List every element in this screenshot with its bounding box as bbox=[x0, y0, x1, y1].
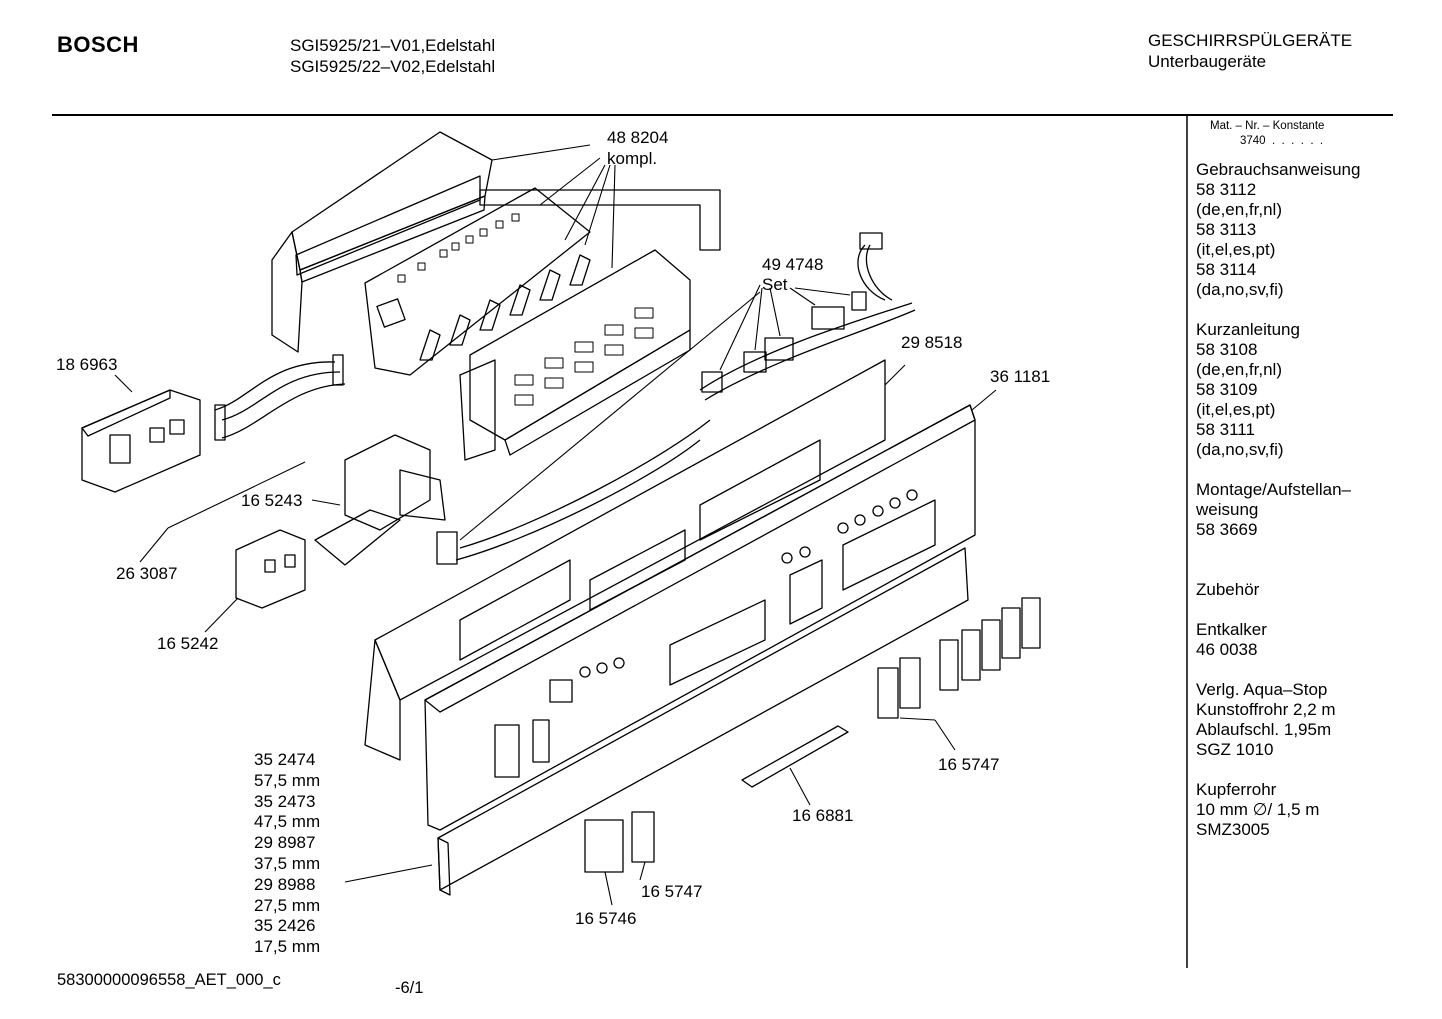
display-module bbox=[81, 389, 201, 493]
label-263087: 26 3087 bbox=[116, 564, 178, 583]
control-panel-front bbox=[424, 404, 976, 831]
sidebar-line: (it,el,es,pt) bbox=[1196, 400, 1276, 419]
trim-size-line: 29 8987 bbox=[254, 833, 316, 853]
key-button-165746 bbox=[584, 819, 624, 873]
key-carrier-frame bbox=[419, 249, 691, 461]
label-166881: 16 6881 bbox=[792, 806, 854, 825]
label-186963: 18 6963 bbox=[56, 355, 118, 374]
sidebar-line: 10 mm ∅/ 1,5 m bbox=[1196, 800, 1320, 819]
mat-nr-label: Mat. – Nr. – Konstante bbox=[1210, 120, 1325, 132]
label-298518: 29 8518 bbox=[901, 333, 963, 352]
ribbon-cable bbox=[214, 361, 346, 439]
trim-strip bbox=[741, 725, 849, 788]
label-488204-sub: kompl. bbox=[607, 149, 658, 168]
sidebar-line: Montage/Aufstellan– bbox=[1196, 480, 1351, 499]
sidebar-spacer bbox=[1196, 540, 1426, 560]
label-165243: 16 5243 bbox=[241, 491, 303, 510]
mat-nr-value: 3740 . . . . . . bbox=[1240, 135, 1324, 147]
sidebar-line: SGZ 1010 bbox=[1196, 740, 1274, 759]
sidebar-spacer bbox=[1196, 560, 1426, 580]
sidebar-line: Gebrauchsanweisung bbox=[1196, 160, 1361, 179]
key-buttons-right bbox=[877, 597, 1041, 719]
label-494748-sub: Set bbox=[762, 275, 788, 294]
top-cover-frame bbox=[271, 131, 721, 353]
trim-size-line: 37,5 mm bbox=[254, 853, 321, 873]
sidebar-line: Kupferrohr bbox=[1196, 780, 1277, 799]
document-id: 58300000096558_AET_000_c bbox=[57, 971, 281, 989]
trim-size-line: 27,5 mm bbox=[254, 895, 321, 915]
label-361181: 36 1181 bbox=[990, 367, 1051, 386]
holder-bracket bbox=[314, 434, 446, 566]
sidebar-line: 58 3114 bbox=[1196, 260, 1257, 279]
wire-harness bbox=[436, 232, 916, 565]
sidebar-line: (da,no,sv,fi) bbox=[1196, 440, 1284, 459]
sidebar-line: Kurzanleitung bbox=[1196, 320, 1300, 339]
label-494748: 49 4748 bbox=[762, 255, 824, 274]
sidebar-line: 46 0038 bbox=[1196, 640, 1258, 659]
brand-logo: BOSCH bbox=[57, 32, 139, 57]
sidebar-line: 58 3109 bbox=[1196, 380, 1258, 399]
trim-size-line: 17,5 mm bbox=[254, 937, 321, 957]
circuit-board bbox=[364, 187, 591, 376]
bottom-trim-bar bbox=[437, 547, 969, 896]
label-165747-right: 16 5747 bbox=[938, 755, 1000, 774]
subcategory-title: Unterbaugeräte bbox=[1148, 52, 1267, 71]
sidebar-spacer bbox=[1196, 760, 1426, 780]
key-button-165747 bbox=[631, 811, 655, 863]
label-165747-bottom: 16 5747 bbox=[641, 882, 703, 901]
label-488204: 48 8204 bbox=[607, 128, 669, 147]
ribbon-connector bbox=[214, 404, 226, 441]
sidebar-line: 58 3113 bbox=[1196, 220, 1257, 239]
sidebar-line: 58 3112 bbox=[1196, 180, 1257, 199]
sidebar-line: Ablaufschl. 1,95m bbox=[1196, 720, 1332, 739]
sidebar-line: (it,el,es,pt) bbox=[1196, 240, 1276, 259]
sidebar-line: 58 3669 bbox=[1196, 520, 1258, 539]
sidebar-line: 58 3111 bbox=[1196, 420, 1255, 439]
model-line-2: SGI5925/22–V02,Edelstahl bbox=[290, 57, 496, 76]
page-number: -6/1 bbox=[395, 979, 424, 997]
trim-size-line: 47,5 mm bbox=[254, 812, 321, 832]
sidebar-line: (de,en,fr,nl) bbox=[1196, 360, 1282, 379]
sidebar-line: Verlg. Aqua–Stop bbox=[1196, 680, 1328, 699]
trim-bar-sizes: 35 2474 57,5 mm 35 2473 47,5 mm 29 8987 … bbox=[254, 750, 320, 958]
sidebar-line: SMZ3005 bbox=[1196, 820, 1270, 839]
switch-module bbox=[235, 529, 306, 609]
sidebar-line: weisung bbox=[1196, 500, 1259, 519]
sidebar-line: 58 3108 bbox=[1196, 340, 1258, 359]
sidebar-line: (da,no,sv,fi) bbox=[1196, 280, 1284, 299]
sidebar-line: Entkalker bbox=[1196, 620, 1267, 639]
sidebar-spacer bbox=[1196, 300, 1426, 320]
label-165746: 16 5746 bbox=[575, 909, 637, 928]
trim-size-line: 29 8988 bbox=[254, 874, 316, 894]
trim-size-line: 35 2426 bbox=[254, 916, 316, 936]
sidebar-line: Kunstoffrohr 2,2 m bbox=[1196, 700, 1336, 719]
sidebar-line: Zubehör bbox=[1196, 580, 1260, 599]
model-line-1: SGI5925/21–V01,Edelstahl bbox=[290, 36, 496, 55]
sidebar-spacer bbox=[1196, 600, 1426, 620]
trim-size-line: 35 2474 bbox=[254, 750, 316, 769]
sidebar-spacer bbox=[1196, 460, 1426, 480]
inner-panel-frame bbox=[364, 359, 886, 761]
sidebar-spacer bbox=[1196, 660, 1426, 680]
trim-size-line: 35 2473 bbox=[254, 791, 316, 811]
sidebar-line: (de,en,fr,nl) bbox=[1196, 200, 1282, 219]
trim-size-line: 57,5 mm bbox=[254, 770, 321, 790]
label-165242: 16 5242 bbox=[157, 634, 219, 653]
category-title: GESCHIRRSPÜLGERÄTE bbox=[1148, 31, 1353, 50]
